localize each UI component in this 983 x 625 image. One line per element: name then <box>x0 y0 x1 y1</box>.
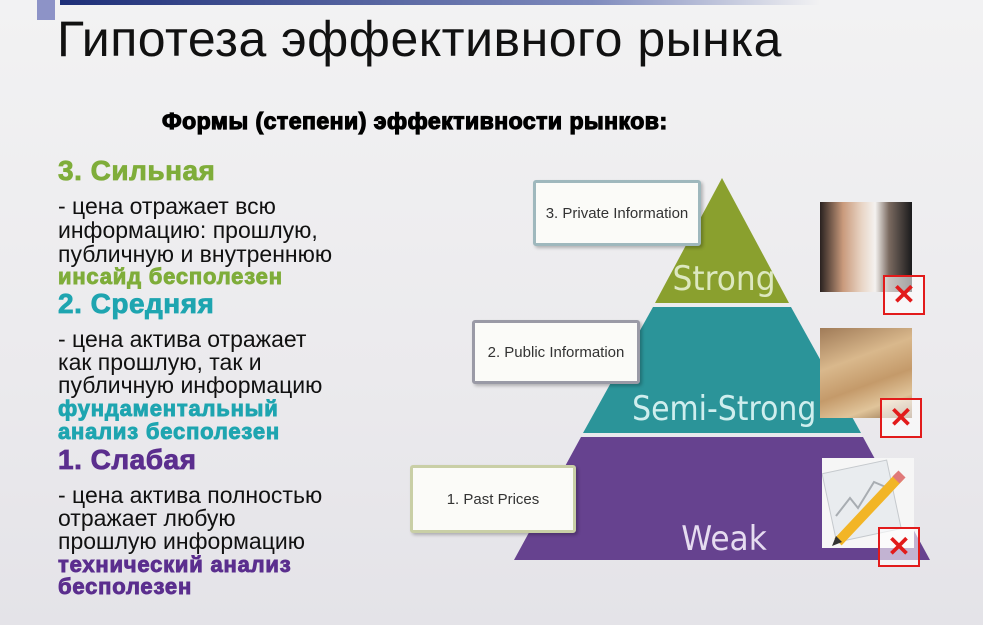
pyramid-level-semi-strong <box>583 307 861 433</box>
form-heading-strong: 3. Сильная <box>58 155 216 186</box>
decorative-top-bar <box>60 0 820 5</box>
rejected-mark-strong: ✕ <box>883 275 925 315</box>
form-verdict: анализ бесполезен <box>58 419 280 444</box>
form-text-line: - цена отражает всю <box>58 193 276 219</box>
slide-subtitle: Формы (степени) эффективности рынков: <box>161 107 668 134</box>
form-verdict: технический анализ <box>58 552 292 577</box>
form-text-line: отражает любую <box>58 505 236 531</box>
form-heading-weak: 1. Слабая <box>58 444 197 475</box>
pyramid-label-weak: Weak <box>681 519 767 559</box>
form-text-line: публичную информацию <box>58 372 323 398</box>
form-text-line: информацию: прошлую, <box>58 217 318 243</box>
form-heading-semi-strong: 2. Средняя <box>58 288 215 319</box>
form-verdict: фундаментальный <box>58 396 279 421</box>
pyramid-label-strong: Strong <box>672 259 775 299</box>
rejected-mark-semi-strong: ✕ <box>880 398 922 438</box>
info-box-public: 2. Public Information <box>472 320 640 384</box>
info-box-label: 1. Past Prices <box>446 490 540 508</box>
form-verdict: инсайд бесполезен <box>58 264 283 289</box>
form-verdict: бесполезен <box>58 574 193 599</box>
form-text-line: - цена актива отражает <box>58 326 307 352</box>
form-text-line: - цена актива полностью <box>58 482 323 508</box>
pyramid-level-strong <box>655 178 789 303</box>
form-text-line: как прошлую, так и <box>58 349 262 375</box>
chart-pencil-icon <box>821 459 906 546</box>
info-box-label: 2. Public Information <box>487 343 625 361</box>
decorative-square <box>37 0 55 20</box>
rejected-mark-weak: ✕ <box>878 527 920 567</box>
form-text-line: прошлую информацию <box>58 528 305 554</box>
pyramid-label-semi-strong: Semi-Strong <box>632 388 816 428</box>
info-box-private: 3. Private Information <box>533 180 701 246</box>
slide-title: Гипотеза эффективного рынка <box>57 11 782 67</box>
info-box-label: 3. Private Information <box>545 204 689 222</box>
info-box-past-prices: 1. Past Prices <box>410 465 576 533</box>
form-text-line: публичную и внутреннюю <box>58 241 333 267</box>
